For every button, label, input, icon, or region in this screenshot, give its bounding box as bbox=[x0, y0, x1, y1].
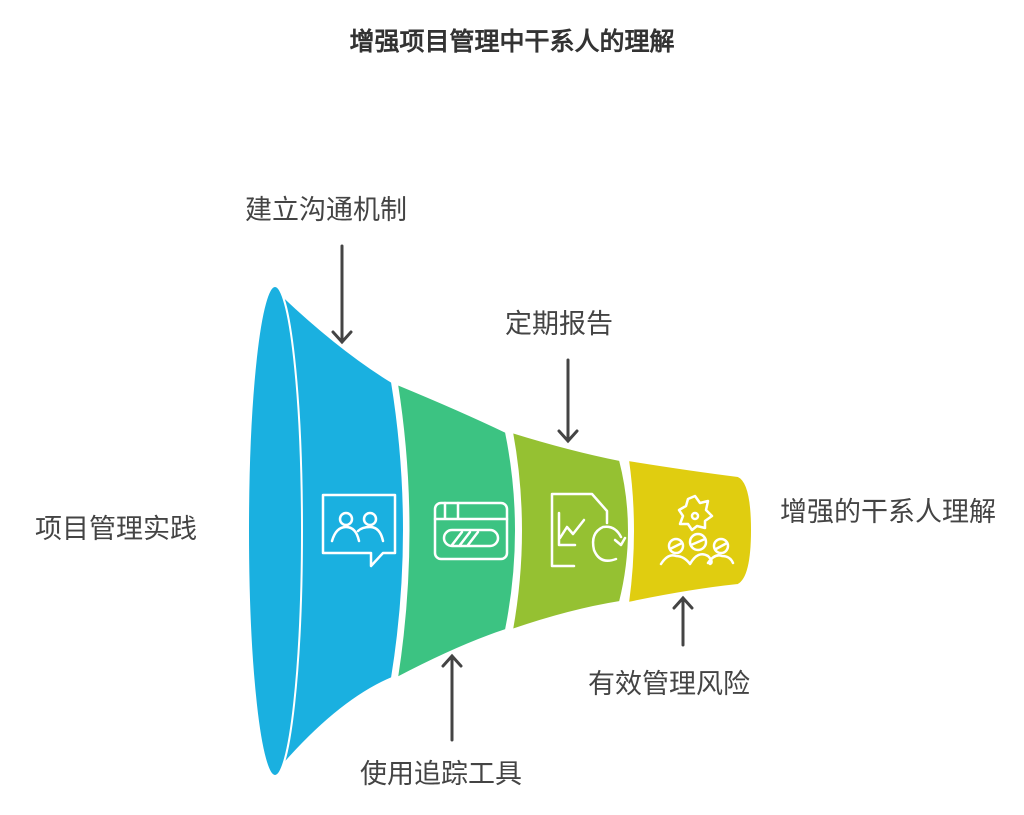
funnel-stage-4 bbox=[626, 458, 754, 605]
stage-label-2: 使用追踪工具 bbox=[360, 759, 522, 790]
stage-label-4: 有效管理风险 bbox=[588, 669, 750, 700]
arrow-regular-reporting bbox=[557, 358, 579, 444]
arrow-tracking-tools bbox=[441, 653, 463, 742]
stage-label-3: 定期报告 bbox=[505, 309, 613, 340]
report-chart-icon bbox=[550, 492, 627, 568]
team-gear-icon bbox=[659, 494, 735, 566]
diagram-title: 增强项目管理中干系人的理解 bbox=[349, 27, 675, 56]
funnel-mouth bbox=[247, 285, 303, 777]
progress-window-icon bbox=[433, 501, 509, 561]
arrow-risk-management bbox=[672, 595, 694, 647]
arrow-establish-communication bbox=[331, 244, 353, 345]
input-label: 项目管理实践 bbox=[35, 514, 197, 545]
stage-label-1: 建立沟通机制 bbox=[245, 195, 407, 226]
output-label: 增强的干系人理解 bbox=[780, 497, 996, 528]
people-chat-icon bbox=[321, 493, 397, 568]
